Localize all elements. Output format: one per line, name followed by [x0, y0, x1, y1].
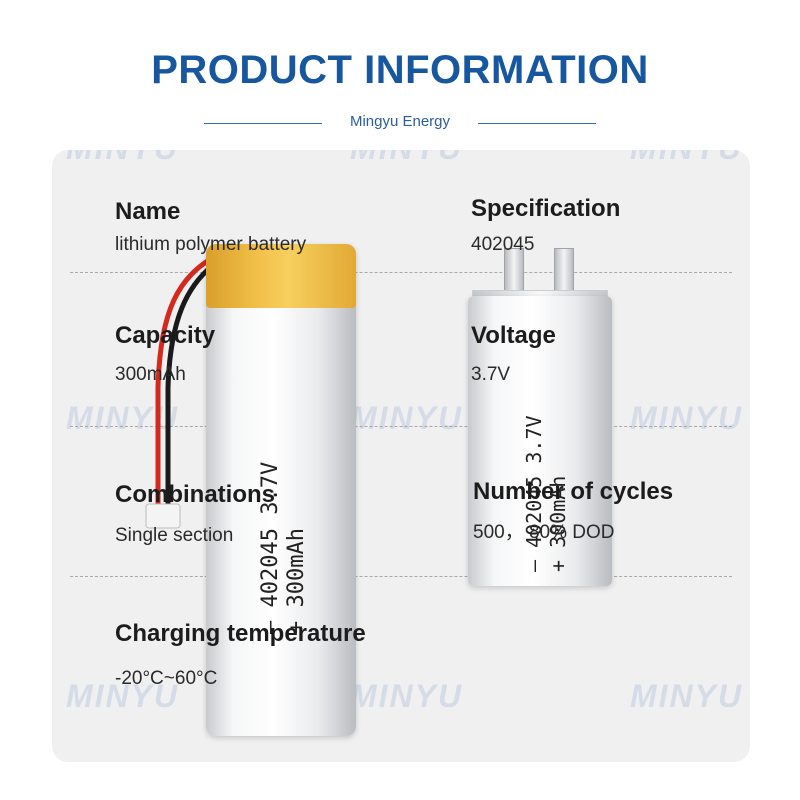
- watermark-logo: MINYU: [350, 400, 464, 436]
- watermark-logo: MINYU: [350, 678, 464, 714]
- field-specification-label: Specification: [471, 195, 621, 222]
- watermark-logo: MINYU: [630, 150, 743, 167]
- subtitle-line-right: [478, 123, 596, 124]
- field-name-value: lithium polymer battery: [115, 234, 307, 255]
- field-name-label: Name: [115, 198, 181, 225]
- field-cycles-label: Number of cycles: [473, 478, 674, 505]
- field-charging-temperature-label: Charging temperature: [115, 620, 366, 647]
- battery-wrap-tape: [206, 244, 356, 308]
- watermark-logo: MINYU: [66, 150, 179, 167]
- field-voltage-value: 3.7V: [471, 364, 511, 385]
- watermark-logo: MINYU: [630, 678, 744, 714]
- watermark-logo: MINYU: [630, 400, 744, 436]
- product-info-card: MINYU MINYU MINYU MINYU MINYU MINYU MINY…: [52, 150, 750, 762]
- field-specification-value: 402045: [471, 234, 535, 255]
- divider-line: [70, 426, 732, 427]
- divider-line: [70, 576, 732, 577]
- field-cycles-value: 500， 80% DOD: [473, 522, 615, 543]
- watermark-logo: MINYU: [350, 150, 463, 167]
- battery-image-side: – 402045 3.7V + 300mAh: [468, 296, 612, 586]
- brand-subtitle: Mingyu Energy: [349, 113, 451, 130]
- field-charging-temperature-value: -20°C~60°C: [115, 668, 218, 689]
- subtitle-row: Mingyu Energy: [0, 112, 800, 134]
- subtitle-line-left: [204, 123, 322, 124]
- battery-image-front: – 402045 3.7V + 300mAh: [206, 244, 356, 736]
- field-capacity-value: 300mAh: [115, 364, 186, 385]
- battery-print-line: + 300mAh: [284, 528, 309, 634]
- page-title: PRODUCT INFORMATION: [151, 48, 649, 92]
- divider-line: [70, 272, 732, 273]
- field-capacity-label: Capacity: [115, 322, 216, 349]
- battery-lead-wires: [145, 255, 214, 529]
- field-voltage-label: Voltage: [471, 322, 556, 349]
- field-combinations-label: Combinations: [115, 481, 275, 508]
- field-combinations-value: Single section: [115, 525, 234, 546]
